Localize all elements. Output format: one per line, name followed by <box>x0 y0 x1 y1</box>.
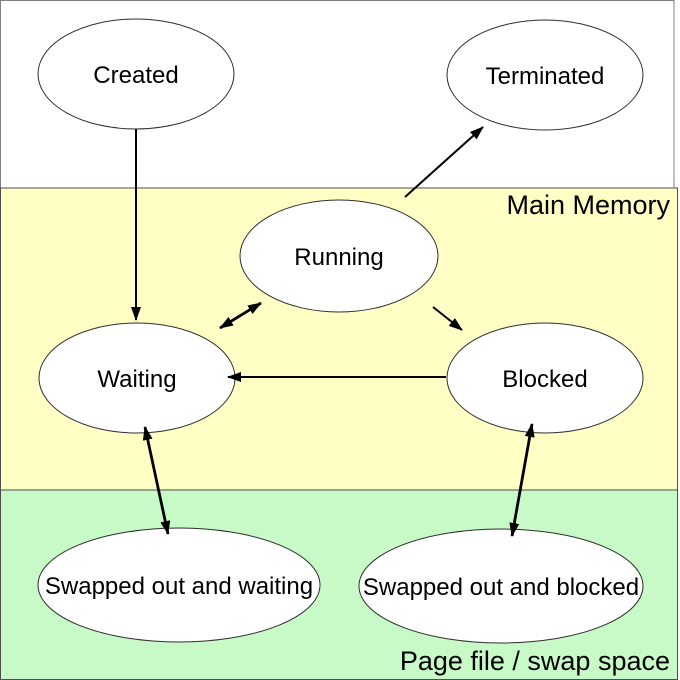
node-swapped-out-waiting-ellipse <box>37 527 321 643</box>
node-running-ellipse <box>239 199 439 313</box>
node-running-label: Running <box>294 244 383 271</box>
node-blocked-label: Blocked <box>502 366 587 393</box>
node-swapped-out-blocked-ellipse <box>358 528 644 644</box>
node-created-label: Created <box>93 62 178 89</box>
node-waiting-label: Waiting <box>97 366 176 393</box>
node-swapped-out-blocked-label: Swapped out and blocked <box>363 574 639 601</box>
edge-running-to-terminated <box>404 126 484 198</box>
node-terminated-label: Terminated <box>486 63 605 90</box>
swap-space-label: Page file / swap space <box>400 646 670 676</box>
edge-blocked-swapped-double <box>509 423 535 537</box>
node-blocked-ellipse <box>446 322 644 434</box>
edge-waiting-swapped-double <box>142 426 171 535</box>
edge-running-waiting-double <box>219 301 262 330</box>
node-terminated-ellipse <box>446 19 644 131</box>
node-swapped-out-waiting-label: Swapped out and waiting <box>45 573 313 600</box>
edge-running-to-blocked <box>432 306 463 331</box>
main-memory-label: Main Memory <box>506 190 670 220</box>
